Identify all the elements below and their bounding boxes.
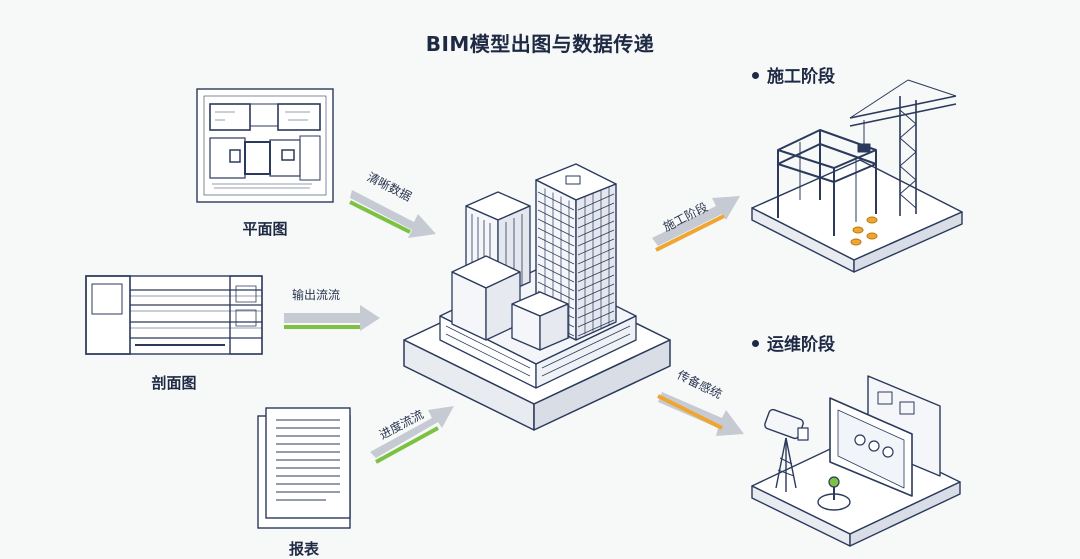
floor-plan-drawing xyxy=(196,88,334,203)
report-document xyxy=(257,407,351,529)
arrow-1 xyxy=(349,190,436,238)
construction-stage-heading: 施工阶段 xyxy=(752,62,835,87)
construction-stage-label: 施工阶段 xyxy=(767,67,835,87)
arrow-2-label: 输出流流 xyxy=(292,288,341,302)
construction-scene xyxy=(751,79,963,273)
report-label: 报表 xyxy=(288,540,320,558)
page-title: BIM模型出图与数据传递 xyxy=(425,32,655,56)
operation-stage-heading: 运维阶段 xyxy=(752,330,835,355)
bim-building-model xyxy=(403,163,671,431)
section-label: 剖面图 xyxy=(151,374,197,392)
arrow-3 xyxy=(370,406,454,464)
arrow-5 xyxy=(657,392,744,436)
section-drawing xyxy=(85,275,263,355)
plan-label: 平面图 xyxy=(242,220,288,238)
operations-scene xyxy=(751,375,961,547)
arrow-2 xyxy=(284,305,380,331)
bullet-dot xyxy=(752,71,759,79)
arrow-4 xyxy=(652,196,740,252)
operation-stage-label: 运维阶段 xyxy=(767,335,835,355)
bullet-dot xyxy=(752,339,759,347)
